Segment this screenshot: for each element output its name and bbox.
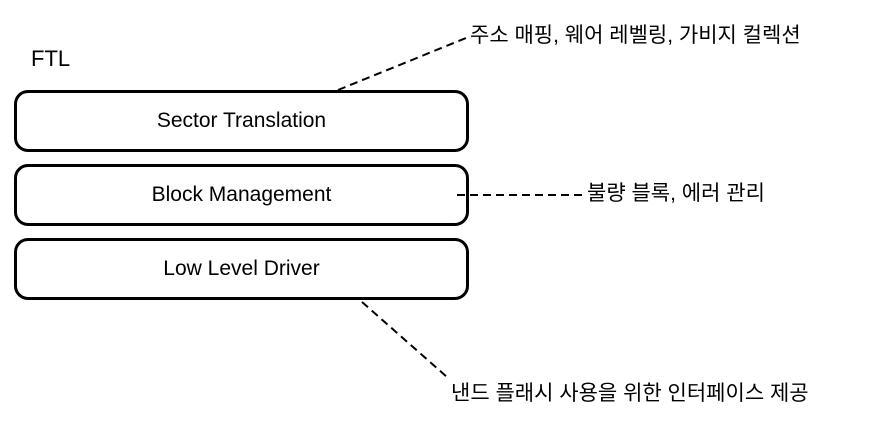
sector-translation-box: Sector Translation <box>14 90 469 152</box>
low-level-driver-label: Low Level Driver <box>163 257 320 280</box>
block-management-label: Block Management <box>151 183 332 206</box>
low-level-driver-annotation: 낸드 플래시 사용을 위한 인터페이스 제공 <box>451 382 809 405</box>
block-management-annotation: 불량 블록, 에러 관리 <box>587 182 765 205</box>
sector-annotation-connector-line <box>337 37 467 91</box>
ftl-group-label: FTL <box>31 46 71 71</box>
low-level-driver-box: Low Level Driver <box>14 238 469 300</box>
sector-translation-annotation: 주소 매핑, 웨어 레벨링, 가비지 컬렉션 <box>470 24 801 47</box>
block-management-box: Block Management <box>14 164 469 226</box>
driver-annotation-connector-line <box>361 301 448 378</box>
sector-translation-label: Sector Translation <box>156 109 327 132</box>
